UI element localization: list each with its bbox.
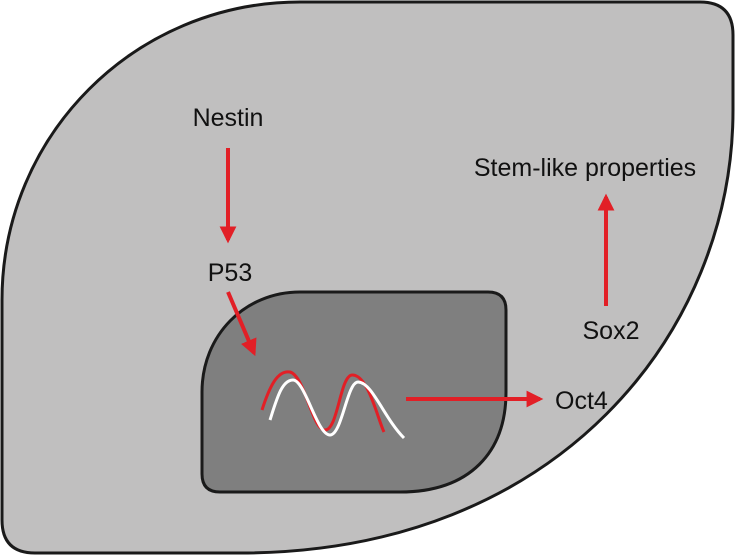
dna-strand-white xyxy=(268,378,406,440)
arrow-p53-to-dna xyxy=(226,291,257,357)
label-nestin: Nestin xyxy=(193,104,264,132)
label-sox2: Sox2 xyxy=(583,317,640,345)
label-oct4: Oct4 xyxy=(555,387,608,415)
nucleus xyxy=(200,290,508,494)
label-p53: P53 xyxy=(208,259,252,287)
label-stem-like-properties: Stem-like properties xyxy=(474,154,696,182)
